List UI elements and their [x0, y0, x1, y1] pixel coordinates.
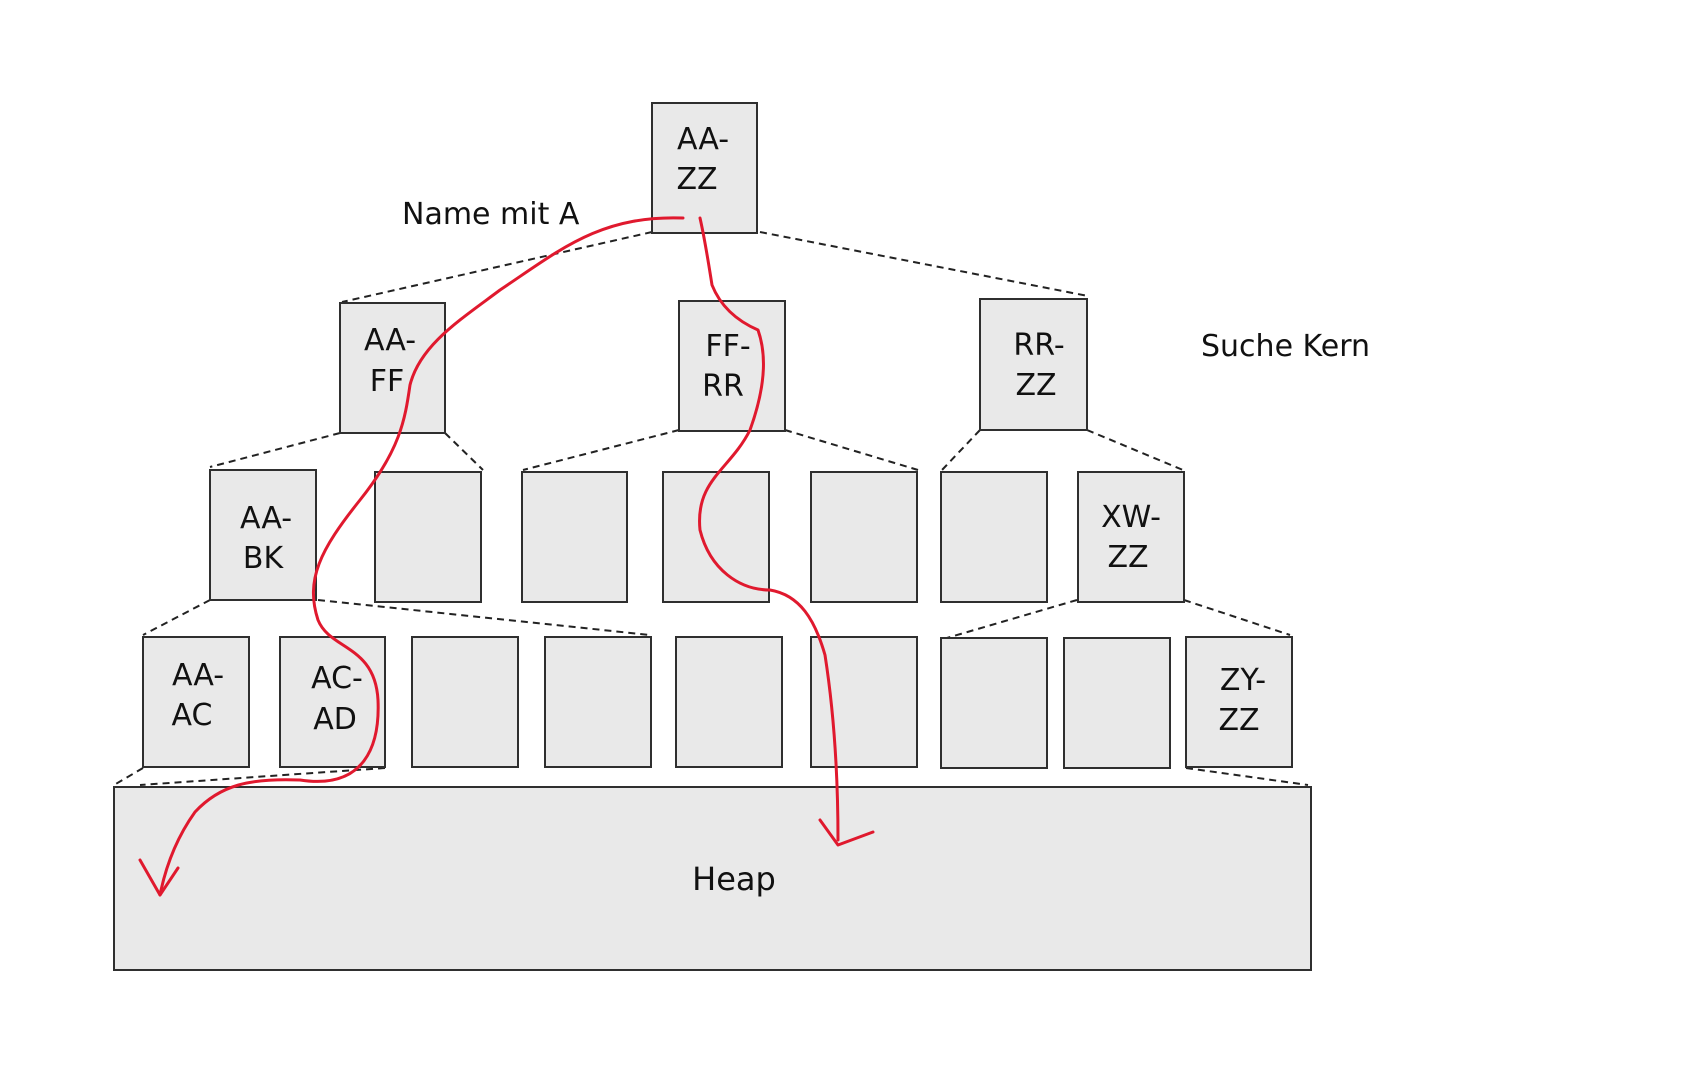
node-label: RR	[702, 369, 744, 404]
connector	[113, 767, 144, 786]
node-label: AA-	[172, 658, 224, 693]
node-label: AD	[313, 702, 357, 737]
node-label: RR-	[1013, 328, 1064, 363]
node-label: ZZ	[1107, 540, 1148, 575]
connector	[759, 231, 1089, 297]
node-label: BK	[243, 541, 285, 576]
connector	[1185, 767, 1309, 786]
node-rr-zz: RR- ZZ	[979, 298, 1088, 431]
node-xw-zz: XW- ZZ	[1077, 471, 1185, 603]
connector	[317, 599, 651, 636]
node-empty	[675, 636, 783, 768]
connector	[341, 231, 653, 303]
node-label: AA-	[677, 122, 729, 157]
node-empty	[374, 471, 482, 603]
node-empty	[521, 471, 628, 603]
node-label: FF-	[705, 329, 750, 364]
search-path-name-a	[158, 216, 685, 897]
connector	[139, 767, 386, 786]
node-aa-ff: AA- FF	[339, 302, 446, 434]
node-label: AA-	[240, 501, 292, 536]
node-aa-ac: AA- AC	[142, 636, 250, 768]
node-root: AA- ZZ	[651, 102, 758, 234]
node-empty	[810, 636, 918, 768]
annotation-core-search: Suche Kern	[1201, 329, 1370, 364]
connector	[784, 429, 919, 471]
arrowhead-name-a	[138, 858, 180, 897]
node-empty	[411, 636, 519, 768]
node-empty	[940, 637, 1048, 769]
connector	[939, 599, 1078, 641]
node-empty	[810, 471, 918, 603]
node-label: ZZ	[1218, 703, 1259, 738]
node-empty	[662, 471, 770, 603]
node-aa-bk: AA- BK	[209, 469, 317, 601]
connectors	[113, 231, 1309, 786]
node-ac-ad: AC- AD	[279, 636, 386, 768]
node-empty	[1063, 637, 1171, 769]
connector	[941, 429, 981, 471]
node-label: FF	[370, 364, 405, 399]
heap-label: Heap	[692, 860, 776, 898]
node-ff-rr: FF- RR	[678, 300, 786, 432]
search-path-core	[698, 216, 840, 842]
node-label: AA-	[364, 323, 416, 358]
heap: Heap	[113, 786, 1312, 971]
node-label: AC	[172, 698, 213, 733]
annotation-name-search: Name mit A	[402, 197, 580, 232]
node-zy-zz: ZY- ZZ	[1185, 636, 1293, 768]
connector	[142, 599, 211, 636]
connector	[1086, 429, 1184, 471]
arrowhead-core	[818, 818, 875, 847]
node-label: ZZ	[1015, 368, 1056, 403]
node-label: ZZ	[676, 162, 717, 197]
node-empty	[940, 471, 1048, 603]
connector	[209, 432, 341, 468]
node-empty	[544, 636, 652, 768]
connector	[522, 429, 680, 471]
connector	[444, 432, 484, 471]
connector	[1183, 599, 1291, 636]
node-label: ZY-	[1220, 663, 1266, 698]
node-label: XW-	[1101, 500, 1161, 535]
node-label: AC-	[311, 661, 363, 696]
